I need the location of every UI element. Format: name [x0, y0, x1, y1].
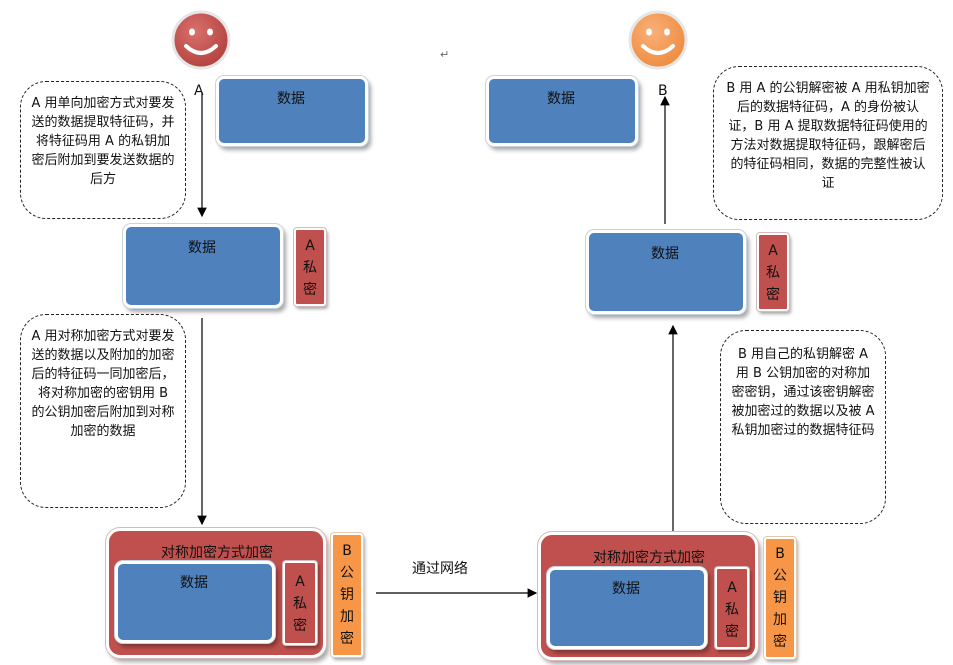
sender-step2-text: A 用对称加密方式对要发送的数据以及附加的加密后的特征码一同加密后，将对称加密的…: [31, 329, 175, 439]
sender-step2-note: A 用对称加密方式对要发送的数据以及附加的加密后的特征码一同加密后，将对称加密的…: [20, 314, 186, 508]
receiver-step1-text: B 用自己的私钥解密 A 用 B 公钥加密的对称加密密钥，通过该密钥解密被加密过…: [731, 347, 875, 438]
sender-label: A: [194, 83, 204, 99]
sender-data-label: 数据: [277, 91, 305, 107]
receiver-data-label: 数据: [547, 91, 575, 107]
receiver-data-box: 数据: [486, 76, 638, 146]
key-char: B: [775, 546, 785, 562]
paragraph-mark-icon: ↵: [440, 48, 450, 61]
sender-step1-note: A 用单向加密方式对要发送的数据提取特征码，并将特征码用 A 的私钥加密后附加到…: [20, 81, 186, 219]
receiver-package-data-box: 数据: [547, 567, 707, 649]
sender-step1-text: A 用单向加密方式对要发送的数据提取特征码，并将特征码用 A 的私钥加密后附加到…: [31, 96, 175, 187]
signature-char: 密: [303, 282, 317, 298]
sender-package: 对称加密方式加密 数据 A 私 密: [106, 528, 326, 658]
signature-char: A: [295, 574, 305, 590]
key-char: 公: [340, 565, 354, 581]
key-char: B: [342, 543, 352, 559]
receiver-step2-signature: A 私 密: [757, 233, 789, 311]
sender-step1-data-label: 数据: [188, 240, 216, 256]
key-char: 钥: [340, 587, 354, 603]
sender-package-signature: A 私 密: [283, 561, 317, 645]
key-char: 钥: [773, 590, 787, 606]
signature-char: 私: [766, 265, 780, 281]
signature-char: A: [305, 238, 315, 254]
sender-package-data-box: 数据: [115, 561, 275, 643]
signature-char: 密: [293, 618, 307, 634]
key-char: 密: [773, 634, 787, 650]
signature-char: 密: [766, 287, 780, 303]
receiver-package-signature: A 私 密: [715, 567, 749, 649]
signature-char: 私: [725, 602, 739, 618]
receiver-package-title: 对称加密方式加密: [593, 550, 705, 566]
sender-data-box: 数据: [216, 76, 368, 146]
receiver-step2-text: B 用 A 的公钥解密被 A 用私钥加密后的数据特征码，A 的身份被认证，B 用…: [726, 81, 930, 191]
sender-step1-data-box: 数据: [123, 224, 283, 308]
receiver-step2-data-box: 数据: [586, 230, 746, 314]
smiley-face-icon: [171, 10, 231, 70]
key-char: 加: [773, 612, 787, 628]
key-char: 密: [340, 631, 354, 647]
signature-char: 密: [725, 624, 739, 640]
network-label: 通过网络: [412, 561, 468, 577]
receiver-encrypted-key: B 公 钥 加 密: [764, 537, 796, 659]
signature-char: A: [727, 580, 737, 596]
signature-char: A: [768, 243, 778, 259]
receiver-package: 对称加密方式加密 数据 A 私 密: [538, 532, 758, 660]
receiver-label: B: [658, 83, 668, 99]
sender-encrypted-key: B 公 钥 加 密: [331, 533, 363, 657]
receiver-package-data-label: 数据: [612, 581, 640, 597]
sender-package-title: 对称加密方式加密: [161, 545, 273, 561]
sender-step1-signature: A 私 密: [294, 228, 326, 306]
receiver-step2-note: B 用 A 的公钥解密被 A 用私钥加密后的数据特征码，A 的身份被认证，B 用…: [713, 66, 943, 220]
smiley-face-icon: [628, 10, 688, 70]
key-char: 公: [773, 568, 787, 584]
signature-char: 私: [303, 260, 317, 276]
key-char: 加: [340, 609, 354, 625]
signature-char: 私: [293, 596, 307, 612]
receiver-step2-data-label: 数据: [651, 246, 679, 262]
receiver-step1-note: B 用自己的私钥解密 A 用 B 公钥加密的对称加密密钥，通过该密钥解密被加密过…: [720, 330, 886, 524]
sender-package-data-label: 数据: [180, 575, 208, 591]
